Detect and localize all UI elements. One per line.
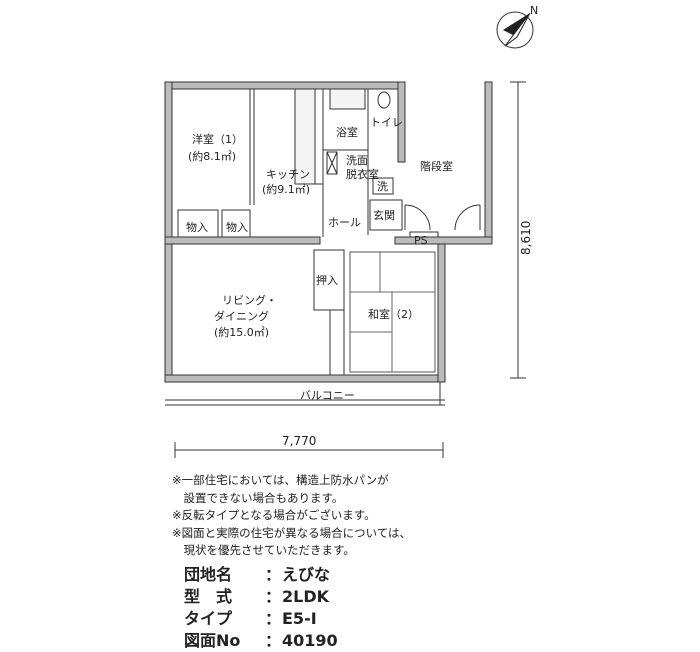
separator: ： [264, 609, 281, 628]
notes-list: ※一部住宅においては、構造上防水パンが 設置できない場合もあります。 ※反転タイ… [172, 472, 411, 560]
info-row-zumen: 図面No ： 40190 [184, 630, 338, 652]
closet-2-label: 物入 [226, 220, 248, 234]
compass-north-label: N [530, 4, 538, 17]
room-yoshitsu-label: 洋室（1） [192, 132, 243, 146]
room-kitchen-label: キッチン [266, 168, 310, 181]
room-yoshitsu-area: (約8.1㎡) [188, 149, 236, 163]
ps-label: PS [414, 234, 428, 247]
zumen-value: 40190 [282, 631, 338, 650]
room-living-area: (約15.0㎡) [214, 325, 269, 339]
room-hall-label: ホール [328, 216, 361, 229]
room-stairwell-label: 階段室 [420, 159, 453, 173]
note-line: ※図面と実際の住宅が異なる場合については、 [172, 525, 412, 540]
room-toilet-label: トイレ [370, 116, 403, 129]
type-label: タイプ [184, 609, 233, 628]
width-dimension: 7,770 [282, 434, 316, 448]
room-living-label-2: ダイニング [214, 309, 269, 323]
washing-machine-label: 洗 [377, 180, 388, 193]
info-row-danchi: 団地名 ： えびな [184, 564, 338, 586]
kata-value: 2LDK [282, 587, 330, 606]
room-washroom-label-2: 脱衣室 [346, 167, 379, 181]
info-row-type: タイプ ： E5-I [184, 608, 338, 630]
property-info: 団地名 ： えびな 型 式 ： 2LDK タイプ ： E5-I 図面No ： 4… [184, 564, 338, 652]
note-line: ※反転タイプとなる場合がございます。 [172, 508, 376, 522]
depth-dimension: 8,610 [519, 221, 533, 255]
room-kitchen-area: (約9.1㎡) [262, 182, 310, 196]
separator: ： [264, 631, 281, 650]
danchi-label: 団地名 [184, 565, 233, 584]
note-line: 設置できない場合もあります。 [172, 490, 344, 505]
note-line: ※一部住宅においては、構造上防水パンが [172, 473, 389, 487]
room-bath-label: 浴室 [336, 125, 358, 139]
zumen-label: 図面No [184, 631, 241, 650]
balcony-label: バルコニー [300, 389, 355, 402]
floor-plan: N [164, 4, 538, 458]
separator: ： [264, 565, 281, 584]
room-genkan-label: 玄関 [373, 208, 395, 222]
oshiire-label: 押入 [316, 273, 338, 287]
note-line: 現状を優先させていただきます。 [172, 543, 355, 557]
room-washitsu-label: 和室（2） [368, 307, 419, 321]
north-compass-icon [496, 11, 534, 49]
closet-1-label: 物入 [186, 220, 208, 234]
kata-label: 型 式 [184, 587, 233, 606]
room-living-label-1: リビング・ [222, 293, 277, 307]
info-row-kata: 型 式 ： 2LDK [184, 586, 338, 608]
room-washroom-label-1: 洗面 [346, 154, 368, 167]
type-value: E5-I [282, 609, 317, 628]
separator: ： [264, 587, 281, 606]
danchi-value: えびな [282, 565, 331, 584]
